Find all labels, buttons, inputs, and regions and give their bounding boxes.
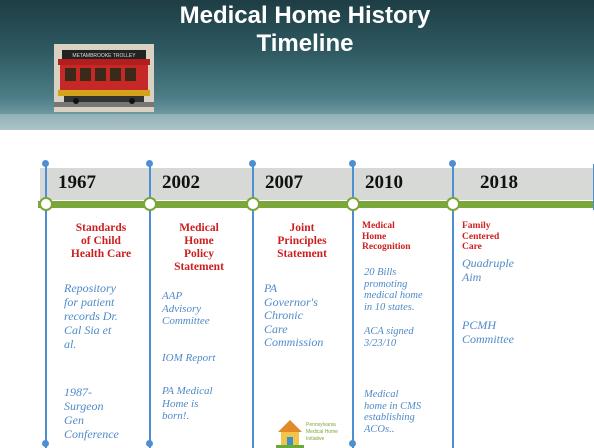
milestone-item: AAP Advisory Committee [162,290,210,327]
trolley-sign-text: METAMBROOKE TROLLEY [72,53,136,59]
milestone-item: ACA signed 3/23/10 [364,326,414,349]
timeline-connector [452,164,454,448]
trolley-sign [62,50,146,59]
year-label-2007: 2007 [265,172,303,193]
connector-dot [349,160,356,167]
milestone-item: Medical home in CMS establishing ACOs.. [364,389,422,435]
connector-dot [42,440,49,447]
year-label-2002: 2002 [162,172,200,193]
year-band [40,168,594,200]
timeline-marker [143,197,157,211]
connector-dot [42,160,49,167]
timeline-connector [352,164,354,448]
timeline-bar [38,201,594,208]
timeline-connector [45,164,47,448]
pa-medical-home-logo: Pennsylvania Medical Home Initiative [274,414,348,448]
milestone-heading-2010: Medical Home Recognition [362,221,411,252]
timeline-marker [446,197,460,211]
connector-dot [449,160,456,167]
milestone-item: Repository for patient records Dr. Cal S… [64,281,118,351]
milestone-item: PA Medical Home is born!. [162,385,213,422]
milestone-heading-2018: Family Centered Care [462,221,500,252]
milestone-heading-2002: Medical Home Policy Statement [174,222,224,273]
milestone-item: 20 Bills promoting medical home in 10 st… [364,267,423,313]
milestone-item: IOM Report [162,352,216,364]
milestone-heading-1967: Standards of Child Health Care [70,222,132,260]
logo-text: Initiative [306,436,325,442]
timeline-marker [39,197,53,211]
timeline-connector [149,164,151,448]
milestone-heading-2007: Joint Principles Statement [277,222,327,260]
trolley-image: METAMBROOKE TROLLEY [54,44,154,112]
connector-dot [146,160,153,167]
logo-text: Medical Home [306,429,338,435]
connector-dot [249,160,256,167]
timeline-connector [252,164,254,448]
year-label-2010: 2010 [365,172,403,193]
timeline-marker [246,197,260,211]
slide-title: Medical Home History Timeline [179,2,431,57]
milestone-item: Quadruple Aim [462,256,514,284]
milestone-item: PA Governor's Chronic Care Commission [264,281,324,349]
milestone-item: PCMH Committee [462,318,514,346]
timeline-marker [346,197,360,211]
year-label-2018: 2018 [480,172,518,193]
logo-text: Pennsylvania [306,422,336,428]
year-label-1967: 1967 [58,172,96,193]
connector-dot [349,440,356,447]
milestone-item: 1987- Surgeon Gen Conference [64,385,119,441]
connector-dot [146,440,153,447]
